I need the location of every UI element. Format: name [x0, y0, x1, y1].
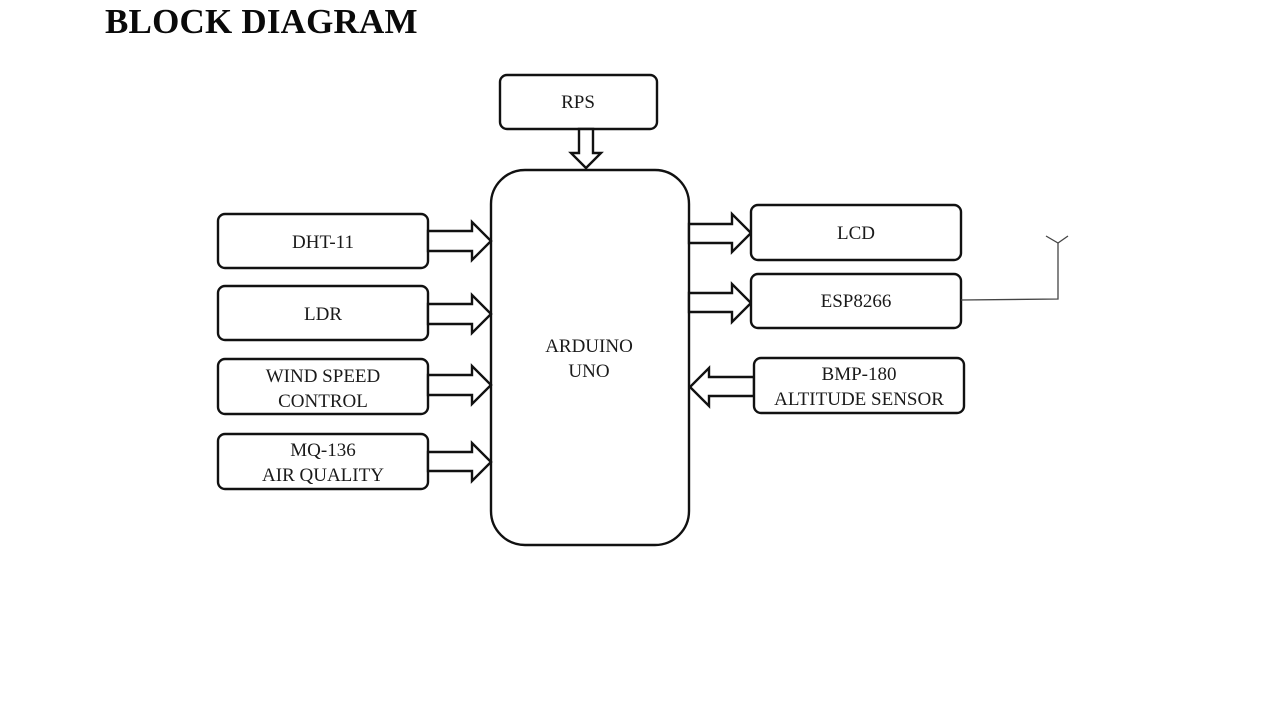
block-lcd: LCD	[749, 203, 963, 262]
lcd-label: LCD	[837, 223, 875, 244]
arduino-label-line1: ARDUINO	[545, 336, 633, 357]
arrow-dht11-to-arduino	[426, 219, 493, 263]
block-wind-speed-control: WIND SPEED CONTROL	[216, 357, 430, 416]
mq136-label-line1: MQ-136	[290, 440, 355, 461]
esp8266-label: ESP8266	[821, 291, 892, 312]
block-ldr: LDR	[216, 284, 430, 342]
arrow-wind-to-arduino	[426, 363, 493, 407]
antenna-icon	[960, 235, 1069, 301]
wind-label-line1: WIND SPEED	[266, 366, 381, 387]
arrow-rps-to-arduino	[568, 127, 604, 170]
block-rps-label: RPS	[561, 92, 595, 113]
mq136-label-line2: AIR QUALITY	[262, 465, 384, 486]
block-arduino-uno: ARDUINO UNO	[489, 168, 691, 547]
block-mq136-air-quality: MQ-136 AIR QUALITY	[216, 432, 430, 491]
block-esp8266: ESP8266	[749, 272, 963, 330]
dht11-label: DHT-11	[292, 232, 354, 253]
arrow-arduino-to-lcd	[687, 211, 753, 255]
bmp180-label-line2: ALTITUDE SENSOR	[774, 389, 944, 410]
block-rps: RPS	[498, 73, 659, 131]
arrow-mq136-to-arduino	[426, 440, 493, 484]
block-bmp180-altitude-sensor: BMP-180 ALTITUDE SENSOR	[752, 356, 966, 415]
arrow-arduino-to-esp8266	[687, 281, 753, 325]
ldr-label: LDR	[304, 304, 342, 325]
arrow-bmp180-to-arduino	[688, 365, 756, 409]
diagram-title: BLOCK DIAGRAM	[105, 2, 418, 41]
arduino-label-line2: UNO	[568, 361, 609, 382]
block-dht11: DHT-11	[216, 212, 430, 270]
bmp180-label-line1: BMP-180	[822, 364, 897, 385]
arrow-ldr-to-arduino	[426, 292, 493, 336]
wind-label-line2: CONTROL	[278, 391, 368, 412]
